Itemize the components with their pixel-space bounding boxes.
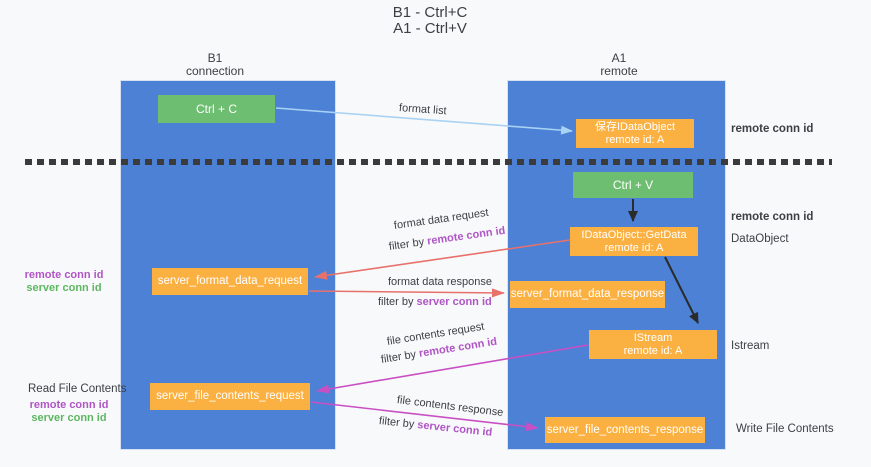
label-file-contents-response: file contents response <box>396 394 504 419</box>
column-b1-name: B1 <box>207 51 223 65</box>
annotation-write-file-contents: Write File Contents <box>736 423 834 435</box>
remote-conn-id-text: remote conn id <box>24 269 104 281</box>
node-format-request-label: server_format_data_request <box>157 275 303 287</box>
node-save-dataobject-line1: 保存IDataObject <box>594 120 676 133</box>
node-getdata-line1: IDataObject::GetData <box>581 228 687 241</box>
filter-by-text: filter by <box>378 296 414 308</box>
node-file-response-label: server_file_contents_response <box>546 423 704 436</box>
title-line-2: A1 - Ctrl+V <box>393 20 467 37</box>
annotation-remote-conn-id-top: remote conn id <box>731 123 814 135</box>
node-istream: IStream remote id: A <box>589 330 717 359</box>
annotation-left-conn-ids-bottom: remote conn id server conn id <box>27 399 111 424</box>
title-line-1: B1 - Ctrl+C <box>392 4 468 21</box>
filter-by-text: filter by <box>388 236 425 253</box>
node-file-request-label: server_file_contents_request <box>156 390 304 402</box>
node-ctrl-v-label: Ctrl + V <box>612 178 654 192</box>
annotation-left-conn-ids-top: remote conn id server conn id <box>22 269 106 294</box>
node-server-file-contents-request: server_file_contents_request <box>150 383 310 410</box>
node-save-dataobject: 保存IDataObject remote id: A <box>576 119 694 148</box>
annotation-dataobject: DataObject <box>731 233 789 245</box>
server-conn-id-text: server conn id <box>26 281 102 294</box>
node-ctrl-v: Ctrl + V <box>573 172 693 198</box>
column-header-a1: A1 remote <box>564 52 674 78</box>
label-format-data-response: format data response <box>388 276 492 288</box>
column-header-b1: B1 connection <box>160 52 270 78</box>
annotation-remote-conn-id-mid: remote conn id <box>731 211 814 223</box>
server-conn-id-text: server conn id <box>416 296 492 308</box>
remote-conn-id-text: remote conn id <box>426 224 507 248</box>
label-format-list: format list <box>398 102 447 118</box>
column-a1-name: A1 <box>611 51 627 65</box>
column-b1-subtitle: connection <box>185 64 245 78</box>
node-getdata-line2: remote id: A <box>604 241 664 254</box>
node-server-file-contents-response: server_file_contents_response <box>545 417 705 443</box>
server-conn-id-text: server conn id <box>31 411 107 424</box>
node-save-dataobject-line2: remote id: A <box>605 133 665 146</box>
dashed-separator-line <box>25 159 832 165</box>
node-format-response-label: server_format_data_response <box>510 288 665 300</box>
server-conn-id-text: server conn id <box>416 419 493 439</box>
filter-by-text: filter by <box>380 348 417 366</box>
label-file-contents-response-filter: filter by server conn id <box>378 415 492 439</box>
node-idataobject-getdata: IDataObject::GetData remote id: A <box>570 227 698 256</box>
arrow-format-data-response <box>308 288 505 298</box>
label-format-data-response-filter: filter by server conn id <box>378 296 492 308</box>
column-a1-subtitle: remote <box>600 64 638 78</box>
diagram-title: B1 - Ctrl+C A1 - Ctrl+V <box>330 5 530 37</box>
node-ctrl-c-label: Ctrl + C <box>195 102 237 116</box>
node-server-format-data-response: server_format_data_response <box>510 281 665 308</box>
remote-conn-id-text: remote conn id <box>29 399 109 411</box>
filter-by-text: filter by <box>378 415 415 431</box>
node-istream-line2: remote id: A <box>623 344 683 357</box>
node-server-format-data-request: server_format_data_request <box>152 268 308 295</box>
annotation-read-file-contents: Read File Contents <box>28 383 127 395</box>
annotation-istream: Istream <box>731 340 770 352</box>
node-istream-line1: IStream <box>633 331 673 344</box>
node-ctrl-c: Ctrl + C <box>158 95 275 123</box>
